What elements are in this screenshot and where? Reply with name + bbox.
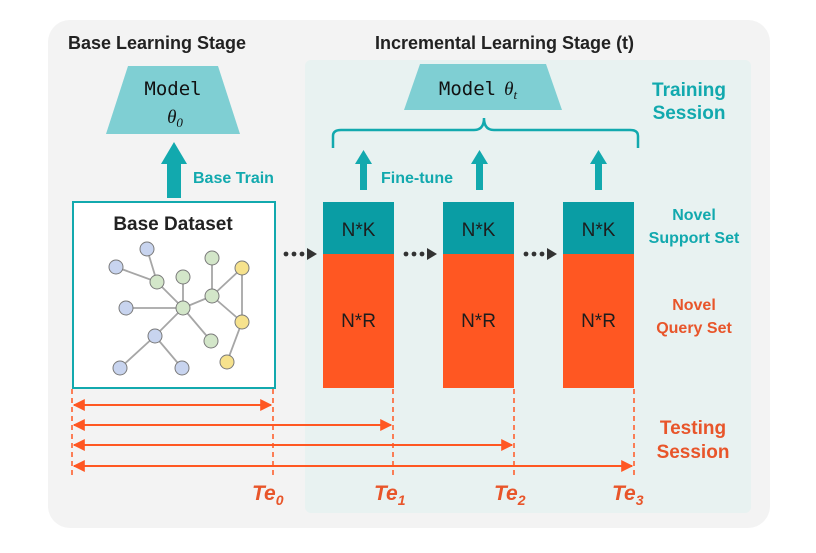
graph-nodes: [108, 241, 250, 376]
query-set-line1: Novel: [672, 297, 716, 314]
graph-node: [204, 250, 220, 266]
support-block: [443, 202, 514, 254]
graph-node: [234, 260, 250, 276]
graph-node: [118, 300, 134, 316]
support-block: [323, 202, 394, 254]
session-2: N*K N*R: [443, 202, 514, 388]
support-label: N*K: [582, 220, 616, 241]
support-label: N*K: [342, 220, 376, 241]
support-set-line2: Support Set: [649, 230, 740, 247]
graph-node: [108, 259, 124, 275]
graph-node: [204, 288, 220, 304]
base-dataset-title: Base Dataset: [113, 214, 233, 235]
query-block: [443, 254, 514, 388]
query-block: [563, 254, 634, 388]
graph-node: [175, 300, 191, 316]
graph-node: [174, 360, 190, 376]
query-label: N*R: [341, 311, 376, 332]
base-stage-title: Base Learning Stage: [68, 33, 246, 53]
graph-node: [147, 328, 163, 344]
session-brace: [331, 117, 640, 148]
graph-node: [234, 314, 250, 330]
te-1-label: Te1: [374, 482, 406, 508]
graph-node: [203, 333, 219, 349]
base-train-arrow-shaft: [167, 162, 181, 198]
base-model-shape: [106, 66, 240, 134]
query-label: N*R: [461, 311, 496, 332]
support-label: N*K: [462, 220, 496, 241]
base-model-param: θ0: [167, 107, 183, 130]
dotted-connectors: [283, 248, 557, 260]
support-set-line1: Novel: [672, 207, 716, 224]
finetune-arrows: [355, 150, 607, 190]
base-model-label: Model: [144, 78, 201, 100]
testing-session-line2: Session: [657, 442, 730, 463]
incremental-stage-title: Incremental Learning Stage (t): [375, 33, 634, 53]
graph-node: [175, 269, 191, 285]
te-0-label: Te0: [252, 482, 284, 508]
query-set-line2: Query Set: [656, 320, 732, 337]
finetune-label: Fine-tune: [381, 170, 453, 187]
support-block: [563, 202, 634, 254]
graph-node: [149, 274, 165, 290]
testing-session-line1: Testing: [660, 418, 726, 439]
test-time-labels: Te0 Te1 Te2 Te3: [252, 482, 644, 508]
graph-node: [219, 354, 235, 370]
query-block: [323, 254, 394, 388]
incremental-panel: [305, 60, 751, 513]
base-train-arrow-head: [161, 142, 187, 164]
testing-arrows: [72, 399, 634, 472]
te-2-label: Te2: [494, 482, 526, 508]
base-train-label: Base Train: [193, 170, 274, 187]
session-3: N*K N*R: [563, 202, 634, 388]
graph-node: [139, 241, 155, 257]
training-session-line1: Training: [652, 80, 726, 101]
query-label: N*R: [581, 311, 616, 332]
te-3-label: Te3: [612, 482, 644, 508]
graph-node: [112, 360, 128, 376]
session-1: N*K N*R: [323, 202, 394, 388]
incremental-model-shape: [404, 64, 562, 110]
training-session-line2: Session: [653, 103, 726, 124]
